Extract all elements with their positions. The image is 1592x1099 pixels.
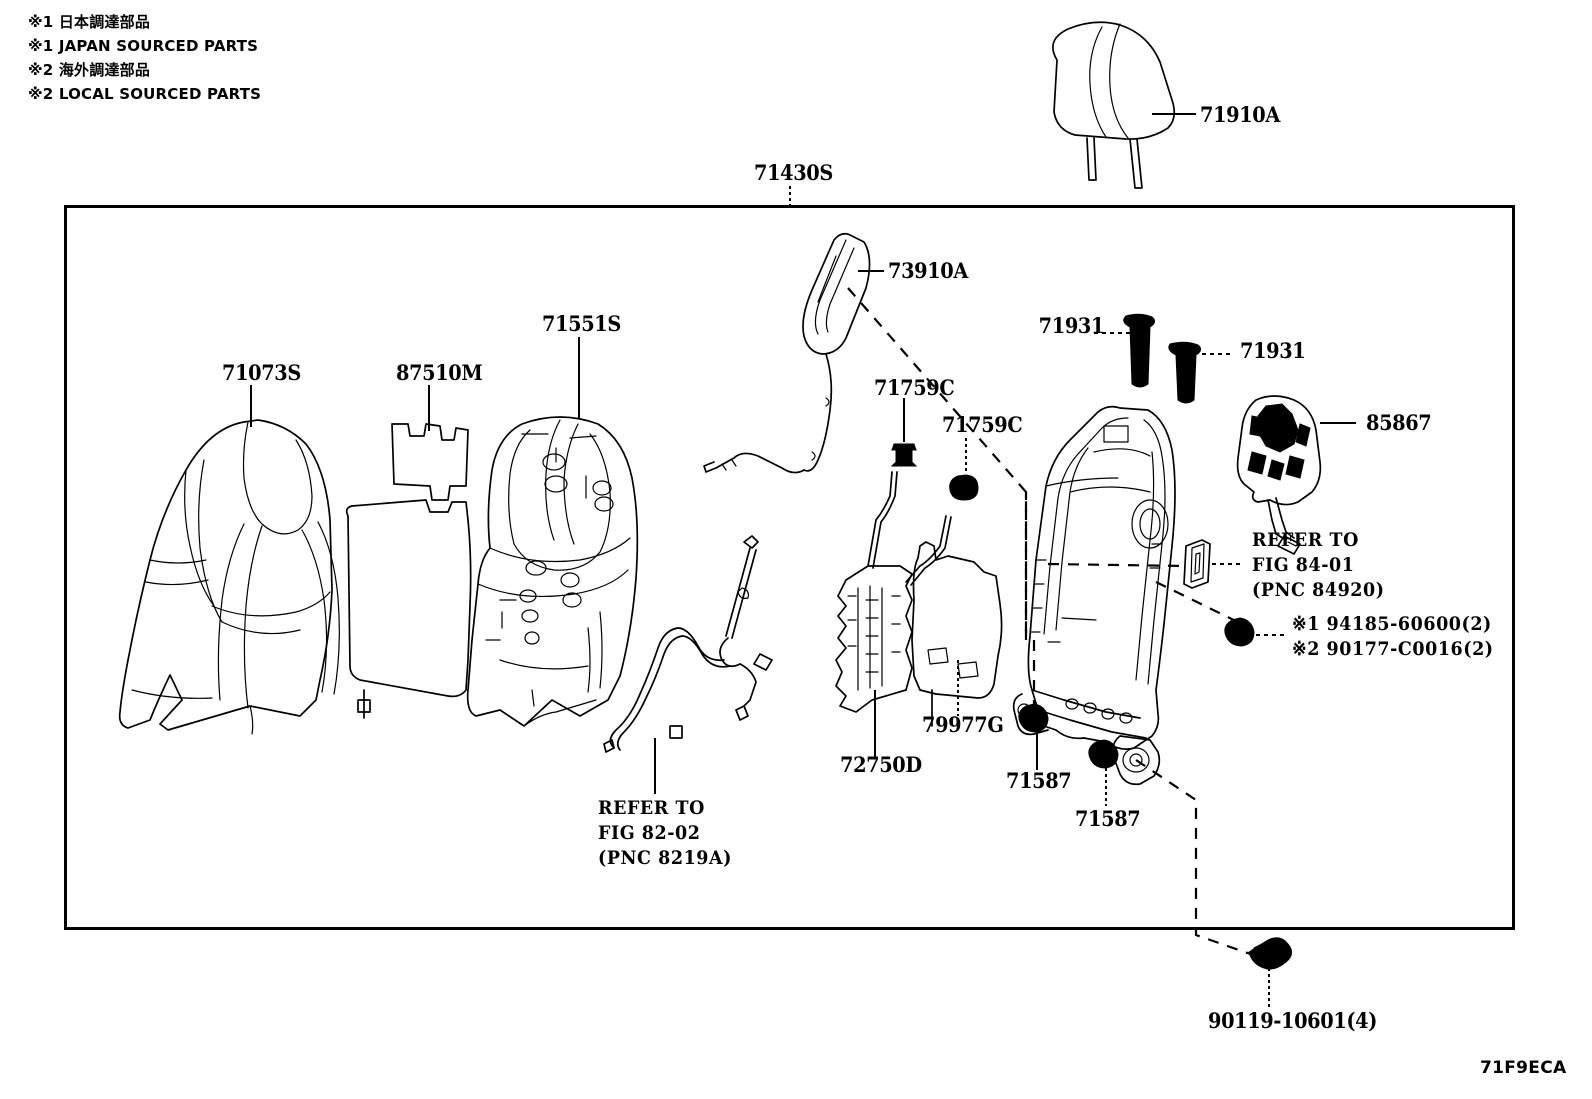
label-71587-upper: 71587 [1006, 768, 1072, 793]
refer-84-01-line3: (PNC 84920) [1252, 579, 1385, 601]
sourcing-legend: ※1 日本調達部品 ※1 JAPAN SOURCED PARTS ※2 海外調達… [28, 10, 261, 106]
leader-handle-to-frame [847, 287, 1028, 640]
leader-72750D [874, 690, 876, 758]
refer-84-01-line1: REFER TO [1252, 529, 1359, 551]
leader-71931-left [1094, 332, 1130, 334]
part-seatback-pad-71551S [466, 416, 639, 727]
leader-71910A [1152, 113, 1196, 115]
part-clip-71759C-upper [890, 443, 918, 467]
leader-71759C-upper [903, 398, 905, 442]
part-nut-sourced [1224, 617, 1255, 647]
leader-71587-upper [1036, 732, 1038, 770]
refer-84-01-line2: FIG 84-01 [1252, 554, 1355, 576]
part-cable-assembly [603, 535, 773, 753]
legend-line-jp2: ※2 海外調達部品 [28, 61, 151, 79]
label-72750D: 72750D [840, 752, 922, 777]
part-back-board-79977G [911, 541, 1003, 727]
label-71073S: 71073S [222, 360, 301, 385]
sourced-note-1: ※1 94185-60600(2) [1292, 613, 1492, 635]
label-71759C-lower: 71759C [942, 412, 1023, 437]
label-90119-10601: 90119-10601(4) [1208, 1008, 1378, 1033]
leader-71587-lower [1105, 768, 1107, 806]
leader-71931-right [1202, 353, 1234, 355]
leader-73910A [858, 270, 884, 272]
legend-line-jp1: ※1 日本調達部品 [28, 13, 151, 31]
refer-82-02-line1: REFER TO [598, 797, 705, 819]
legend-line-en2: ※2 LOCAL SOURCED PARTS [28, 85, 262, 103]
part-bolt-90119-10601 [1248, 937, 1292, 970]
label-71551S: 71551S [542, 311, 621, 336]
label-87510M: 87510M [396, 360, 483, 385]
part-nut-71587-upper [1018, 703, 1049, 733]
part-pnc-84920-clip [1183, 539, 1211, 589]
diagram-code: 71F9ECA [1480, 1058, 1567, 1078]
leader-90119 [1268, 968, 1270, 1010]
leader-71759C-lower [965, 438, 967, 474]
part-clip-71759C-lower [949, 474, 979, 501]
sourced-notes-block: ※1 94185-60600(2) ※2 90177-C0016(2) [1292, 612, 1494, 662]
label-71910A: 71910A [1200, 102, 1280, 127]
leader-fig82-02 [654, 738, 656, 794]
part-recliner-handle-73910A [703, 232, 871, 474]
label-71931-right: 71931 [1240, 338, 1306, 363]
part-bolt-71931-right [1168, 341, 1202, 404]
part-seat-heater-87510M [345, 423, 472, 719]
label-79977G: 79977G [922, 712, 1004, 737]
leader-frame-to-nut-sourced [1155, 581, 1247, 627]
leader-frame-to-pnc84920 [1047, 562, 1187, 568]
part-bolt-71931-left [1123, 313, 1156, 388]
part-nut-71587-lower [1088, 739, 1119, 769]
leader-sourced-notes [1256, 634, 1288, 636]
leader-pnc84920 [1212, 563, 1244, 565]
sourced-note-2: ※2 90177-C0016(2) [1292, 638, 1494, 660]
part-seatback-cover-71073S [118, 419, 340, 735]
legend-line-en1: ※1 JAPAN SOURCED PARTS [28, 37, 259, 55]
part-switch-85867 [1236, 395, 1322, 555]
refer-block-fig-84-01: REFER TO FIG 84-01 (PNC 84920) [1252, 528, 1385, 603]
refer-block-fig-82-02: REFER TO FIG 82-02 (PNC 8219A) [598, 796, 732, 871]
leader-frame-to-bottom-bolt [1135, 759, 1257, 958]
part-spring-assembly-72750D [835, 471, 952, 713]
part-headrest-71910A [1052, 21, 1176, 189]
label-71931-left: 71931 [1038, 313, 1105, 338]
label-71430S: 71430S [754, 160, 833, 185]
leader-87510M [428, 385, 430, 431]
label-73910A: 73910A [888, 258, 968, 283]
leader-71073S [250, 385, 252, 427]
refer-82-02-line2: FIG 82-02 [598, 822, 701, 844]
label-71759C-upper: 71759C [874, 375, 955, 400]
label-71587-lower: 71587 [1075, 806, 1141, 831]
leader-71551S [578, 337, 580, 419]
leader-71430S [789, 186, 791, 208]
leader-85867 [1320, 422, 1356, 424]
label-85867: 85867 [1366, 410, 1432, 435]
leader-79977G [957, 660, 959, 716]
refer-82-02-line3: (PNC 8219A) [598, 847, 732, 869]
